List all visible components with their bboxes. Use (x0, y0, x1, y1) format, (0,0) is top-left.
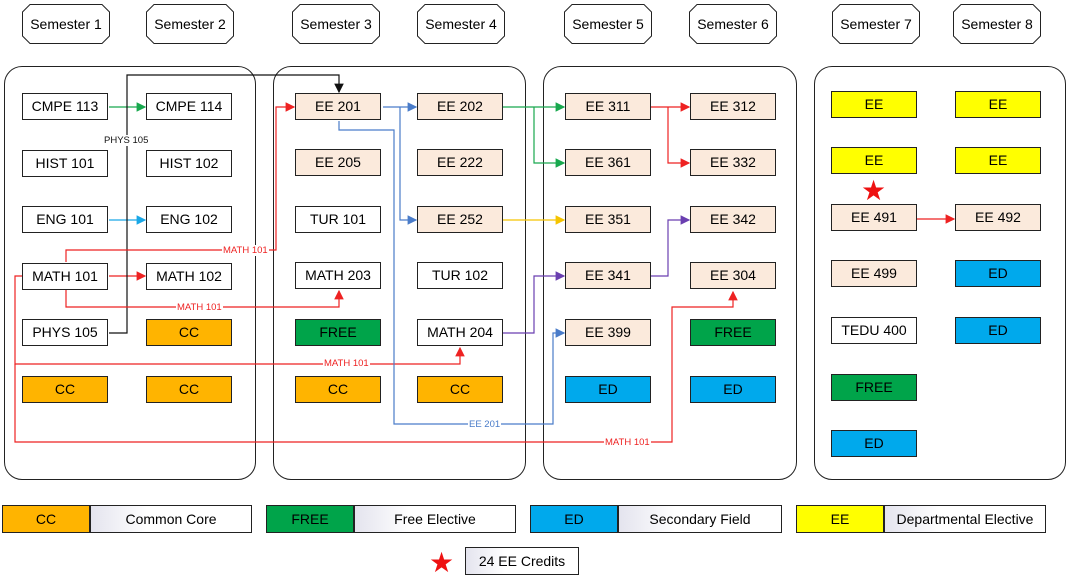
course-ed-s6[interactable]: ED (690, 376, 776, 403)
arrow-ee311-ee332 (667, 107, 691, 168)
course-eng101[interactable]: ENG 101 (22, 206, 108, 233)
course-ee222[interactable]: EE 222 (417, 149, 503, 176)
semester-3-header: Semester 3 (292, 4, 380, 44)
course-cc-s3[interactable]: CC (295, 376, 381, 403)
label-math101-c: MATH 101 (323, 358, 370, 369)
semester-7-label: Semester 7 (840, 16, 912, 32)
label-ee201: EE 201 (468, 419, 502, 430)
semester-6-header: Semester 6 (689, 4, 777, 44)
semester-1-header: Semester 1 (22, 4, 110, 44)
semester-4-label: Semester 4 (425, 16, 497, 32)
course-ee341[interactable]: EE 341 (565, 262, 651, 289)
semester-1-label: Semester 1 (30, 16, 102, 32)
course-tur101[interactable]: TUR 101 (295, 206, 381, 233)
course-ee311[interactable]: EE 311 (565, 93, 651, 120)
course-ed-s5[interactable]: ED (565, 376, 651, 403)
course-ee342[interactable]: EE 342 (690, 206, 776, 233)
course-cmpe114[interactable]: CMPE 114 (146, 93, 232, 120)
arrow-ee201-ee252 (399, 107, 418, 225)
course-ee332[interactable]: EE 332 (690, 149, 776, 176)
legend-cc-label: Common Core (90, 505, 252, 533)
course-ee-elective-s8-b[interactable]: EE (955, 147, 1041, 174)
legend-ee-label: Departmental Elective (884, 505, 1046, 533)
course-ed-s7[interactable]: ED (831, 430, 917, 457)
arrow-ee201-ee399 (338, 121, 566, 425)
legend-ed-swatch: ED (530, 505, 618, 533)
arrow-math101-ee304 (14, 290, 738, 443)
semester-6-label: Semester 6 (697, 16, 769, 32)
course-free-s3[interactable]: FREE (295, 319, 381, 346)
arrow-ee341-ee342 (651, 215, 691, 277)
legend-credits-note: 24 EE Credits (465, 547, 579, 575)
course-eng102[interactable]: ENG 102 (146, 206, 232, 233)
course-cc-s2-b[interactable]: CC (146, 376, 232, 403)
label-math101-b: MATH 101 (176, 302, 223, 313)
course-ee491[interactable]: EE 491 (831, 204, 917, 231)
course-hist101[interactable]: HIST 101 (22, 150, 108, 177)
semester-8-label: Semester 8 (961, 16, 1033, 32)
course-ed-s8-a[interactable]: ED (955, 260, 1041, 287)
legend-free-label: Free Elective (354, 505, 516, 533)
course-cc-s4[interactable]: CC (417, 376, 503, 403)
course-free-s7[interactable]: FREE (831, 374, 917, 401)
course-ee205[interactable]: EE 205 (295, 149, 381, 176)
course-math204[interactable]: MATH 204 (417, 319, 503, 346)
legend-cc-swatch: CC (2, 505, 90, 533)
course-ee399[interactable]: EE 399 (565, 319, 651, 346)
course-ee499[interactable]: EE 499 (831, 260, 917, 287)
course-ed-s8-b[interactable]: ED (955, 317, 1041, 344)
course-ee201[interactable]: EE 201 (295, 93, 381, 120)
course-ee361[interactable]: EE 361 (565, 149, 651, 176)
semester-8-header: Semester 8 (953, 4, 1041, 44)
course-ee-elective-s8-a[interactable]: EE (955, 91, 1041, 118)
course-math203[interactable]: MATH 203 (295, 262, 381, 289)
course-ee312[interactable]: EE 312 (690, 93, 776, 120)
star-icon-ee-credits: ★ (861, 175, 887, 206)
course-ee304[interactable]: EE 304 (690, 262, 776, 289)
course-cc-s2-a[interactable]: CC (146, 319, 232, 346)
semester-2-label: Semester 2 (154, 16, 226, 32)
course-ee202[interactable]: EE 202 (417, 93, 503, 120)
legend-ed-label: Secondary Field (618, 505, 782, 533)
arrow-math101-ee201 (65, 102, 296, 262)
course-hist102[interactable]: HIST 102 (146, 150, 232, 177)
legend-free-swatch: FREE (266, 505, 354, 533)
semester-7-header: Semester 7 (832, 4, 920, 44)
course-ee252[interactable]: EE 252 (417, 206, 503, 233)
course-phys105[interactable]: PHYS 105 (22, 319, 108, 346)
arrow-phys105-ee201 (109, 74, 344, 334)
arrow-math204-ee341 (503, 271, 566, 334)
semester-3-label: Semester 3 (300, 16, 372, 32)
label-phys105: PHYS 105 (103, 135, 150, 146)
semester-5-header: Semester 5 (564, 4, 652, 44)
course-cc-s1[interactable]: CC (22, 376, 108, 403)
legend-ee-swatch: EE (796, 505, 884, 533)
star-icon-legend: ★ (429, 547, 455, 578)
course-cmpe113[interactable]: CMPE 113 (22, 93, 108, 120)
course-math101[interactable]: MATH 101 (22, 263, 108, 290)
course-tur102[interactable]: TUR 102 (417, 262, 503, 289)
course-math102[interactable]: MATH 102 (146, 263, 232, 290)
label-math101-d: MATH 101 (604, 437, 651, 448)
course-tedu400[interactable]: TEDU 400 (831, 317, 917, 344)
semester-4-header: Semester 4 (417, 4, 505, 44)
semester-2-header: Semester 2 (146, 4, 234, 44)
course-ee492[interactable]: EE 492 (955, 204, 1041, 231)
course-ee-elective-s7-a[interactable]: EE (831, 91, 917, 118)
course-ee351[interactable]: EE 351 (565, 206, 651, 233)
semester-5-label: Semester 5 (572, 16, 644, 32)
arrow-ee202-ee361 (533, 107, 566, 168)
label-math101-a: MATH 101 (222, 245, 269, 256)
course-ee-elective-s7-b[interactable]: EE (831, 147, 917, 174)
course-free-s6[interactable]: FREE (690, 319, 776, 346)
